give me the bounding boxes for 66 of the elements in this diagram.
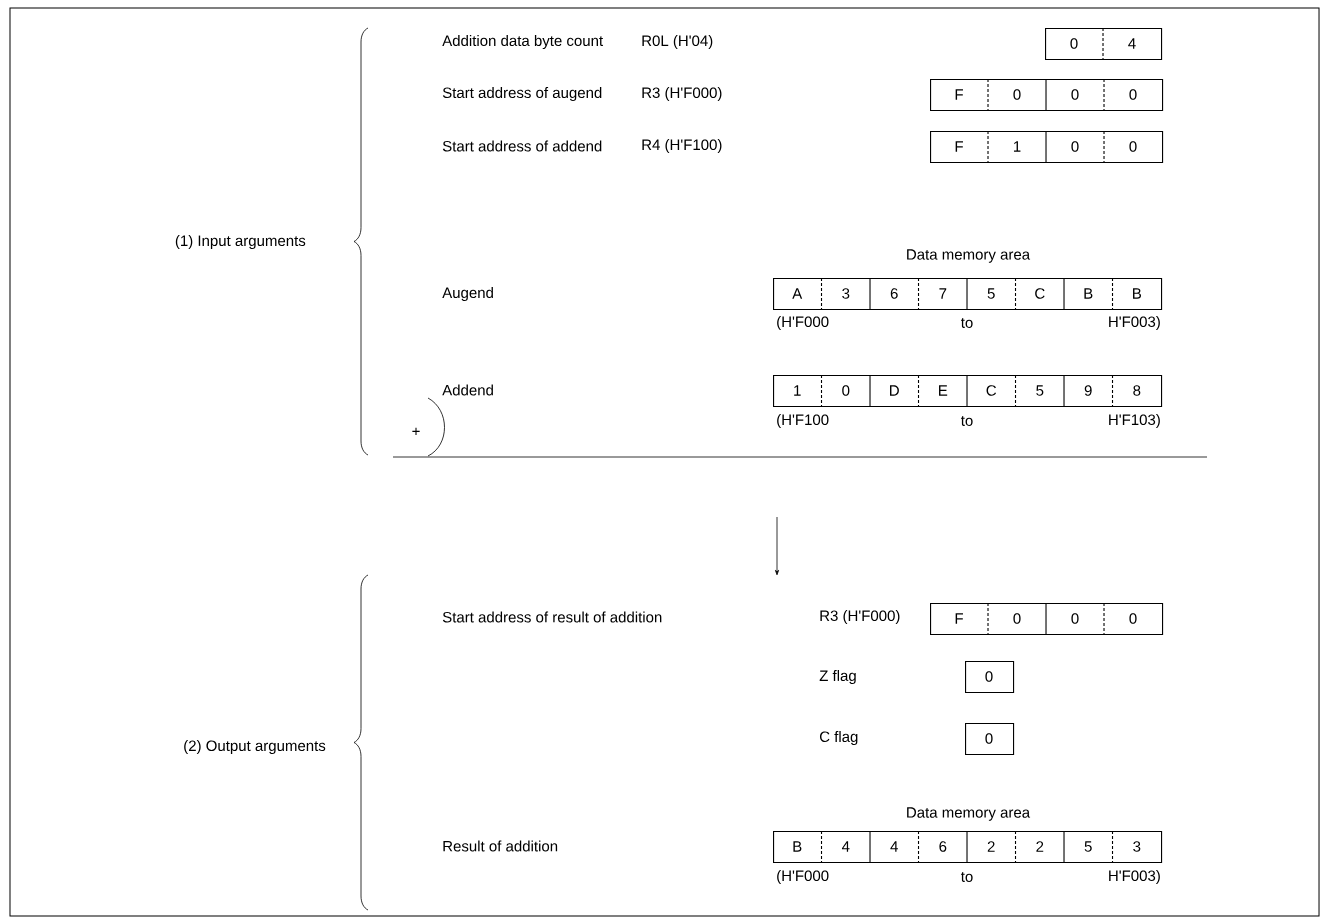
label: Z flag	[819, 670, 856, 684]
register-box	[773, 277, 1163, 311]
label: Start address of result of addition	[442, 611, 662, 623]
cell-digit: B	[793, 841, 802, 852]
label: C flag	[820, 731, 858, 745]
cell-digit: E	[939, 385, 948, 396]
cell-digit: F	[955, 613, 963, 624]
cell-digit: 0	[1013, 89, 1021, 100]
cell-digit: 0	[1129, 613, 1137, 624]
register-box	[930, 602, 1164, 636]
cell-digit: D	[890, 385, 899, 396]
cell-digit: 0	[1071, 89, 1079, 100]
cell-digit: 4	[890, 841, 898, 852]
label: Addend	[442, 384, 493, 396]
cell-digit: B	[1133, 288, 1141, 299]
label: Augend	[442, 287, 493, 301]
label: Data memory area	[907, 249, 1031, 263]
cell-digit: 0	[1071, 141, 1079, 152]
label: Start address of addend	[442, 140, 602, 152]
register-box	[930, 78, 1164, 112]
cell-digit: F	[955, 141, 963, 152]
label: R0L (H'04)	[642, 35, 713, 49]
register-box	[965, 723, 1015, 756]
cell-digit: 3	[1133, 841, 1141, 852]
cell-digit: C	[1035, 288, 1045, 299]
label: (1) Input arguments	[175, 235, 306, 249]
cell-digit: 8	[1133, 385, 1141, 396]
cell-digit: B	[1084, 288, 1093, 299]
cell-digit: 2	[1036, 841, 1044, 852]
label: Start address of augend	[442, 87, 602, 101]
cell-digit: 5	[987, 288, 995, 299]
cell-digit: 3	[842, 288, 850, 299]
cell-digit: 0	[1071, 613, 1079, 624]
label: R4 (H'F100)	[642, 139, 722, 153]
cell-digit: A	[792, 288, 803, 299]
register-box	[930, 130, 1164, 164]
cell-digit: 6	[890, 288, 898, 299]
cell-digit: 0	[1129, 141, 1137, 152]
label: Result of addition	[443, 840, 558, 852]
cell-digit: 4	[1128, 38, 1136, 49]
cell-digit: 0	[1013, 613, 1021, 624]
cell-digit: 5	[1036, 385, 1044, 396]
cell-digit: 9	[1084, 385, 1092, 396]
label: R3 (H'F000)	[642, 87, 722, 101]
cell-digit: 1	[794, 385, 801, 396]
cell-digit: 0	[1129, 89, 1137, 100]
cell-digit: 7	[939, 288, 947, 299]
label: Addition data byte count	[442, 35, 603, 49]
label: (2) Output arguments	[184, 740, 326, 754]
register-box	[773, 374, 1163, 408]
label: R3 (H'F000)	[820, 610, 900, 624]
cell-digit: 0	[1070, 38, 1078, 49]
register-box	[773, 830, 1163, 864]
label: +	[412, 427, 420, 435]
cell-digit: 5	[1084, 841, 1092, 852]
cell-digit: 2	[987, 841, 995, 852]
cell-digit: 0	[842, 385, 850, 396]
cell-digit: 0	[985, 733, 993, 744]
register-box	[1045, 27, 1163, 61]
cell-digit: 0	[985, 671, 993, 682]
cell-digit: 1	[1014, 141, 1021, 152]
cell-digit: F	[955, 89, 963, 100]
cell-digit: 4	[842, 841, 850, 852]
register-box	[965, 661, 1015, 694]
cell-digit: 6	[939, 841, 947, 852]
cell-digit: C	[986, 385, 997, 396]
